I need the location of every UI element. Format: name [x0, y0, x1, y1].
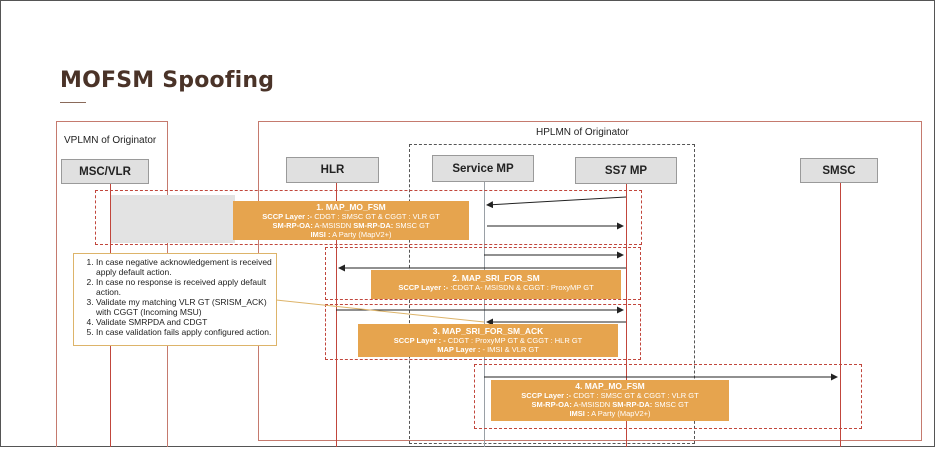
- message-4-line2-text2: SMSC GT: [652, 400, 689, 409]
- vplmn-label: VPLMN of Originator: [64, 135, 157, 146]
- message-1-title: 1. MAP_MO_FSM: [316, 202, 386, 212]
- step4-zone: [474, 364, 862, 429]
- message-4-line1-text: CDGT : SMSC GT & CGGT : VLR GT: [571, 391, 699, 400]
- lifeline-service-mp: [484, 182, 485, 447]
- message-4-line2-label2: SM-RP-DA:: [612, 400, 653, 409]
- message-3-line2-label: MAP Layer :: [437, 345, 481, 354]
- note-item: In case no response is received apply de…: [96, 277, 272, 297]
- arrow-1a: [486, 196, 627, 209]
- note-item: In case negative acknowledgement is rece…: [96, 257, 272, 277]
- message-box-4: 4. MAP_MO_FSM SCCP Layer :- CDGT : SMSC …: [491, 380, 729, 421]
- message-1-line3-label: IMSI :: [310, 230, 331, 239]
- message-1-line3-text: A Party (MapV2+): [330, 230, 392, 239]
- entity-service-mp: Service MP: [432, 155, 534, 182]
- message-box-1: 1. MAP_MO_FSM SCCP Layer :- CDGT : SMSC …: [233, 201, 469, 240]
- message-3-line2-text: - IMSI & VLR GT: [480, 345, 539, 354]
- note-item: In case validation fails apply configure…: [96, 327, 272, 337]
- lifeline-ss7-mp: [626, 184, 627, 447]
- hplmn-label: HPLMN of Originator: [536, 127, 629, 138]
- message-4-line2-text: A-MSISDN: [571, 400, 613, 409]
- message-1-line2-label: SM-RP-OA:: [272, 221, 313, 230]
- step2-zone: [325, 247, 641, 300]
- lifeline-smsc: [840, 183, 841, 447]
- message-1-line1-label: SCCP Layer :-: [262, 212, 313, 221]
- validation-note-list: In case negative acknowledgement is rece…: [78, 257, 272, 337]
- message-1-line2-label2: SM-RP-DA:: [353, 221, 394, 230]
- message-4-title: 4. MAP_MO_FSM: [575, 381, 645, 391]
- message-4-line1-label: SCCP Layer :-: [521, 391, 572, 400]
- step1-zone: [95, 190, 642, 245]
- note-connector: [275, 299, 485, 323]
- note-item: Validate SMRPDA and CDGT: [96, 317, 272, 327]
- page-title: MOFSM Spoofing: [60, 68, 275, 93]
- entity-hlr: HLR: [286, 157, 379, 183]
- message-3-line1-label: SCCP Layer : -: [393, 336, 446, 345]
- entity-msc-vlr: MSC/VLR: [61, 159, 149, 184]
- message-1-line1-text: CDGT : SMSC GT & CGGT : VLR GT: [312, 212, 440, 221]
- message-4-line3-label: IMSI :: [569, 409, 590, 418]
- step3-zone: [325, 304, 641, 360]
- message-2-line1-label: SCCP Layer :-: [398, 283, 449, 292]
- message-1-line2-text2: SMSC GT: [393, 221, 430, 230]
- message-box-2: 2. MAP_SRI_FOR_SM SCCP Layer :- :CDGT A-…: [371, 270, 621, 299]
- message-box-3: 3. MAP_SRI_FOR_SM_ACK SCCP Layer : - CDG…: [358, 324, 618, 357]
- step1-shade: [111, 195, 235, 243]
- entity-smsc: SMSC: [800, 158, 878, 183]
- lifeline-hlr: [336, 183, 337, 447]
- message-4-line2-label: SM-RP-OA:: [531, 400, 572, 409]
- message-3-title: 3. MAP_SRI_FOR_SM_ACK: [432, 326, 544, 336]
- title-underline: [60, 102, 86, 103]
- validation-note: In case negative acknowledgement is rece…: [73, 253, 277, 346]
- message-2-line1-text: :CDGT A- MSISDN & CGGT : ProxyMP GT: [448, 283, 594, 292]
- entity-ss7-mp: SS7 MP: [575, 157, 677, 184]
- message-4-line3-text: A Party (MapV2+): [589, 409, 651, 418]
- message-3-line1-text: CDGT : ProxyMP GT & CGGT : HLR GT: [445, 336, 583, 345]
- message-2-title: 2. MAP_SRI_FOR_SM: [452, 273, 540, 283]
- message-1-line2-text: A-MSISDN: [312, 221, 354, 230]
- note-item: Validate my matching VLR GT (SRISM_ACK) …: [96, 297, 272, 317]
